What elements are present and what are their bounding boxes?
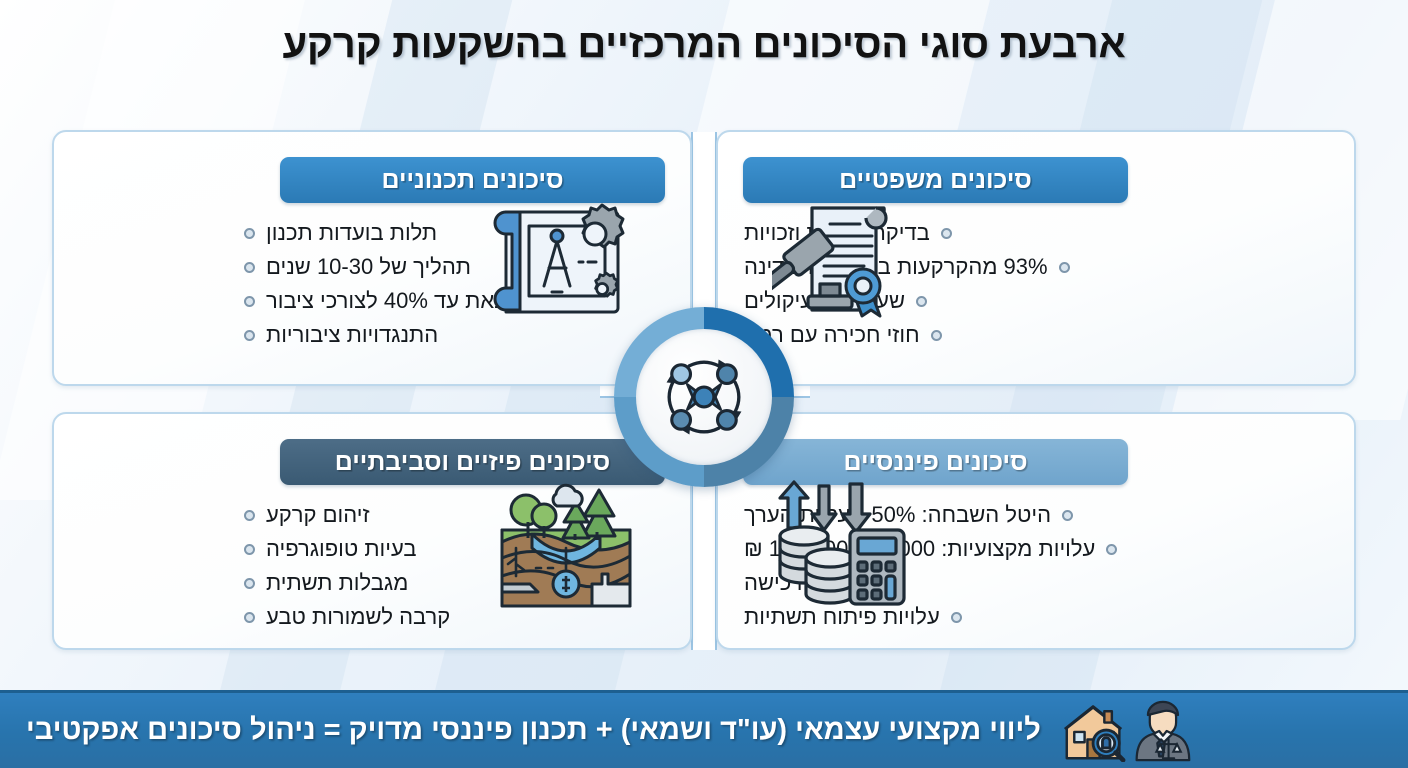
list-item-label: היטל השבחה: 50% מעליית הערך: [744, 502, 1052, 527]
bullet-dot-icon: [950, 611, 962, 623]
card-physical-list: זיהום קרקע בעיות טופוגרפיה מגבלות תשתית …: [244, 498, 664, 634]
page-title: ארבעת סוגי הסיכונים המרכזיים בהשקעות קרק…: [282, 22, 1126, 66]
bullet-dot-icon: [1062, 509, 1074, 521]
bullet-dot-icon: [244, 509, 255, 521]
bullet-dot-icon: [244, 227, 255, 239]
terrain-environment-icon: [500, 483, 632, 608]
network-cycle-icon: [666, 359, 742, 435]
list-item: חוזי חכירה עם רמ"י: [744, 318, 1164, 352]
center-hub: [614, 307, 794, 487]
list-item-label: עלויות פיתוח תשתיות: [744, 604, 940, 629]
banner-icon-group: [1061, 700, 1195, 762]
list-item: בעיות טופוגרפיה: [244, 532, 664, 566]
list-item: תהליך של 10-30 שנים: [244, 250, 664, 284]
list-item: עלויות פיתוח תשתיות: [744, 600, 1164, 634]
gavel-contract-icon: [772, 206, 888, 318]
list-item-label: קרבה לשמורות טבע: [266, 604, 451, 629]
list-item-label: מגבלות תשתית: [266, 570, 409, 595]
coins-calculator-icon: [778, 480, 906, 606]
bullet-dot-icon: [1058, 261, 1070, 273]
list-item-label: זיהום קרקע: [266, 502, 370, 527]
card-legal-header: סיכונים משפטיים: [743, 157, 1128, 203]
bullet-dot-icon: [244, 611, 255, 623]
bullet-dot-icon: [916, 295, 928, 307]
list-item: מגבלות תשתית: [244, 566, 664, 600]
bullet-dot-icon: [940, 227, 952, 239]
card-finance-header: סיכונים פיננסיים: [743, 439, 1128, 485]
lawyer-scales-icon: [1135, 700, 1191, 761]
list-item: תלות בועדות תכנון: [244, 216, 664, 250]
bottom-banner: ליווי מקצועי עצמאי (עו"ד ושמאי) + תכנון …: [0, 690, 1408, 768]
bullet-dot-icon: [244, 329, 255, 341]
list-item-label: תלות בועדות תכנון: [266, 220, 438, 245]
list-item-label: בעיות טופוגרפיה: [266, 536, 417, 561]
list-item-label: התנגדויות ציבוריות: [266, 322, 439, 347]
list-item: היטל השבחה: 50% מעליית הערך: [744, 498, 1164, 532]
blueprint-gears-icon: [493, 203, 625, 314]
bullet-dot-icon: [244, 261, 255, 273]
list-item: התנגדויות ציבוריות: [244, 318, 664, 352]
list-item: זיהום קרקע: [244, 498, 664, 532]
bullet-dot-icon: [244, 543, 255, 555]
list-item-label: תהליך של 10-30 שנים: [266, 254, 471, 279]
list-item: קרבה לשמורות טבע: [244, 600, 664, 634]
hub-inner-circle: [636, 329, 772, 465]
card-planning-list: תלות בועדות תכנון תהליך של 10-30 שנים הק…: [244, 216, 664, 352]
card-physical-header: סיכונים פיזיים וסביבתיים: [280, 439, 665, 485]
list-item-label: חוזי חכירה עם רמ"י: [744, 322, 920, 347]
house-magnifier-icon: [1063, 704, 1126, 762]
bullet-dot-icon: [930, 329, 942, 341]
bullet-dot-icon: [244, 577, 255, 589]
bullet-dot-icon: [1106, 543, 1118, 555]
bullet-dot-icon: [244, 295, 255, 307]
card-planning-header: סיכונים תכנוניים: [280, 157, 665, 203]
banner-text: ליווי מקצועי עצמאי (עו"ד ושמאי) + תכנון …: [26, 714, 1041, 746]
